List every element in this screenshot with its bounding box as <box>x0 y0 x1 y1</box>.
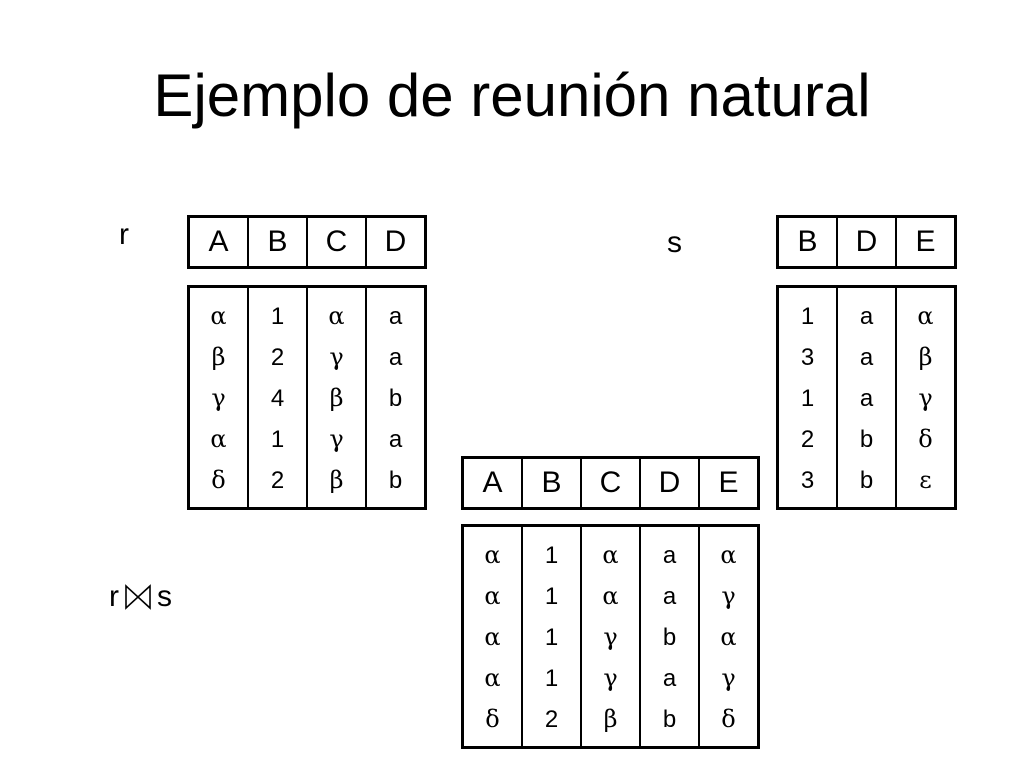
table-cell: β <box>329 466 344 494</box>
column-header: D <box>836 216 896 268</box>
natural-join-icon <box>123 584 153 610</box>
table-cell: α <box>484 623 501 651</box>
table-cell: γ <box>603 623 618 651</box>
table-cell: γ <box>211 384 226 412</box>
table-cell: α <box>917 302 934 330</box>
table-cell: b <box>859 467 874 494</box>
table-cell: δ <box>485 705 500 733</box>
table-cell: γ <box>329 343 344 371</box>
table-cell: γ <box>329 425 344 453</box>
table-cell: 4 <box>270 385 285 412</box>
table-cell: b <box>662 624 677 651</box>
table-cell: α <box>210 425 227 453</box>
table-cell: 3 <box>800 467 815 494</box>
table-cell: a <box>859 303 874 330</box>
relation-s-label: s <box>667 226 682 259</box>
table-cell: α <box>484 664 501 692</box>
table-cell: a <box>662 665 677 692</box>
table-cell: a <box>662 542 677 569</box>
table-cell: 1 <box>270 426 285 453</box>
table-cell: a <box>388 426 403 453</box>
join-left-operand: r <box>109 580 119 613</box>
relation-r-label: r <box>119 218 129 251</box>
table-cell: 2 <box>800 426 815 453</box>
table-cell: γ <box>603 664 618 692</box>
table-cell: a <box>388 303 403 330</box>
column-header: D <box>639 457 699 509</box>
table-cell: 1 <box>544 665 559 692</box>
join-right-operand: s <box>157 580 172 613</box>
table-cell: α <box>210 302 227 330</box>
table-cell: α <box>484 582 501 610</box>
table-cell: β <box>211 343 226 371</box>
table-cell: α <box>720 541 737 569</box>
column-header: C <box>306 216 366 268</box>
column-values: 1 2 4 1 2 <box>247 286 307 509</box>
column-header: A <box>208 225 229 258</box>
table-cell: a <box>662 583 677 610</box>
table-cell: α <box>602 541 619 569</box>
table-cell: 1 <box>800 385 815 412</box>
table-cell: b <box>859 426 874 453</box>
table-cell: δ <box>918 425 933 453</box>
table-cell: 1 <box>800 303 815 330</box>
table-cell: β <box>603 705 618 733</box>
table-cell: 1 <box>544 583 559 610</box>
column-header: D <box>365 216 426 268</box>
column-header: B <box>247 216 307 268</box>
table-cell: δ <box>211 466 226 494</box>
column-header: A <box>482 466 503 499</box>
table-cell: α <box>602 582 619 610</box>
table-cell: 1 <box>270 303 285 330</box>
table-cell: β <box>918 343 933 371</box>
table-cell: α <box>328 302 345 330</box>
table-cell: 3 <box>800 344 815 371</box>
table-cell: δ <box>721 705 736 733</box>
table-cell: α <box>484 541 501 569</box>
table-cell: β <box>329 384 344 412</box>
table-cell: γ <box>721 582 736 610</box>
table-cell: a <box>859 385 874 412</box>
table-cell: 2 <box>544 706 559 733</box>
table-cell: b <box>388 385 403 412</box>
column-header: E <box>698 457 759 509</box>
column-header: B <box>797 225 818 258</box>
table-cell: 2 <box>270 344 285 371</box>
column-values: 1 1 1 1 2 <box>521 525 581 748</box>
column-values: 1 3 1 2 3 <box>778 287 838 509</box>
table-cell: 1 <box>544 542 559 569</box>
table-cell: γ <box>721 664 736 692</box>
table-cell: ε <box>919 466 932 494</box>
table-cell: b <box>388 467 403 494</box>
column-header: B <box>521 457 581 509</box>
table-cell: b <box>662 706 677 733</box>
table-cell: a <box>388 344 403 371</box>
page-title: Ejemplo de reunión natural <box>153 62 871 129</box>
column-header: C <box>580 457 640 509</box>
table-cell: a <box>859 344 874 371</box>
table-cell: γ <box>918 384 933 412</box>
table-cell: α <box>720 623 737 651</box>
table-cell: 1 <box>544 624 559 651</box>
column-header: E <box>895 216 956 268</box>
table-cell: 2 <box>270 467 285 494</box>
join-expression: r s <box>109 580 172 614</box>
